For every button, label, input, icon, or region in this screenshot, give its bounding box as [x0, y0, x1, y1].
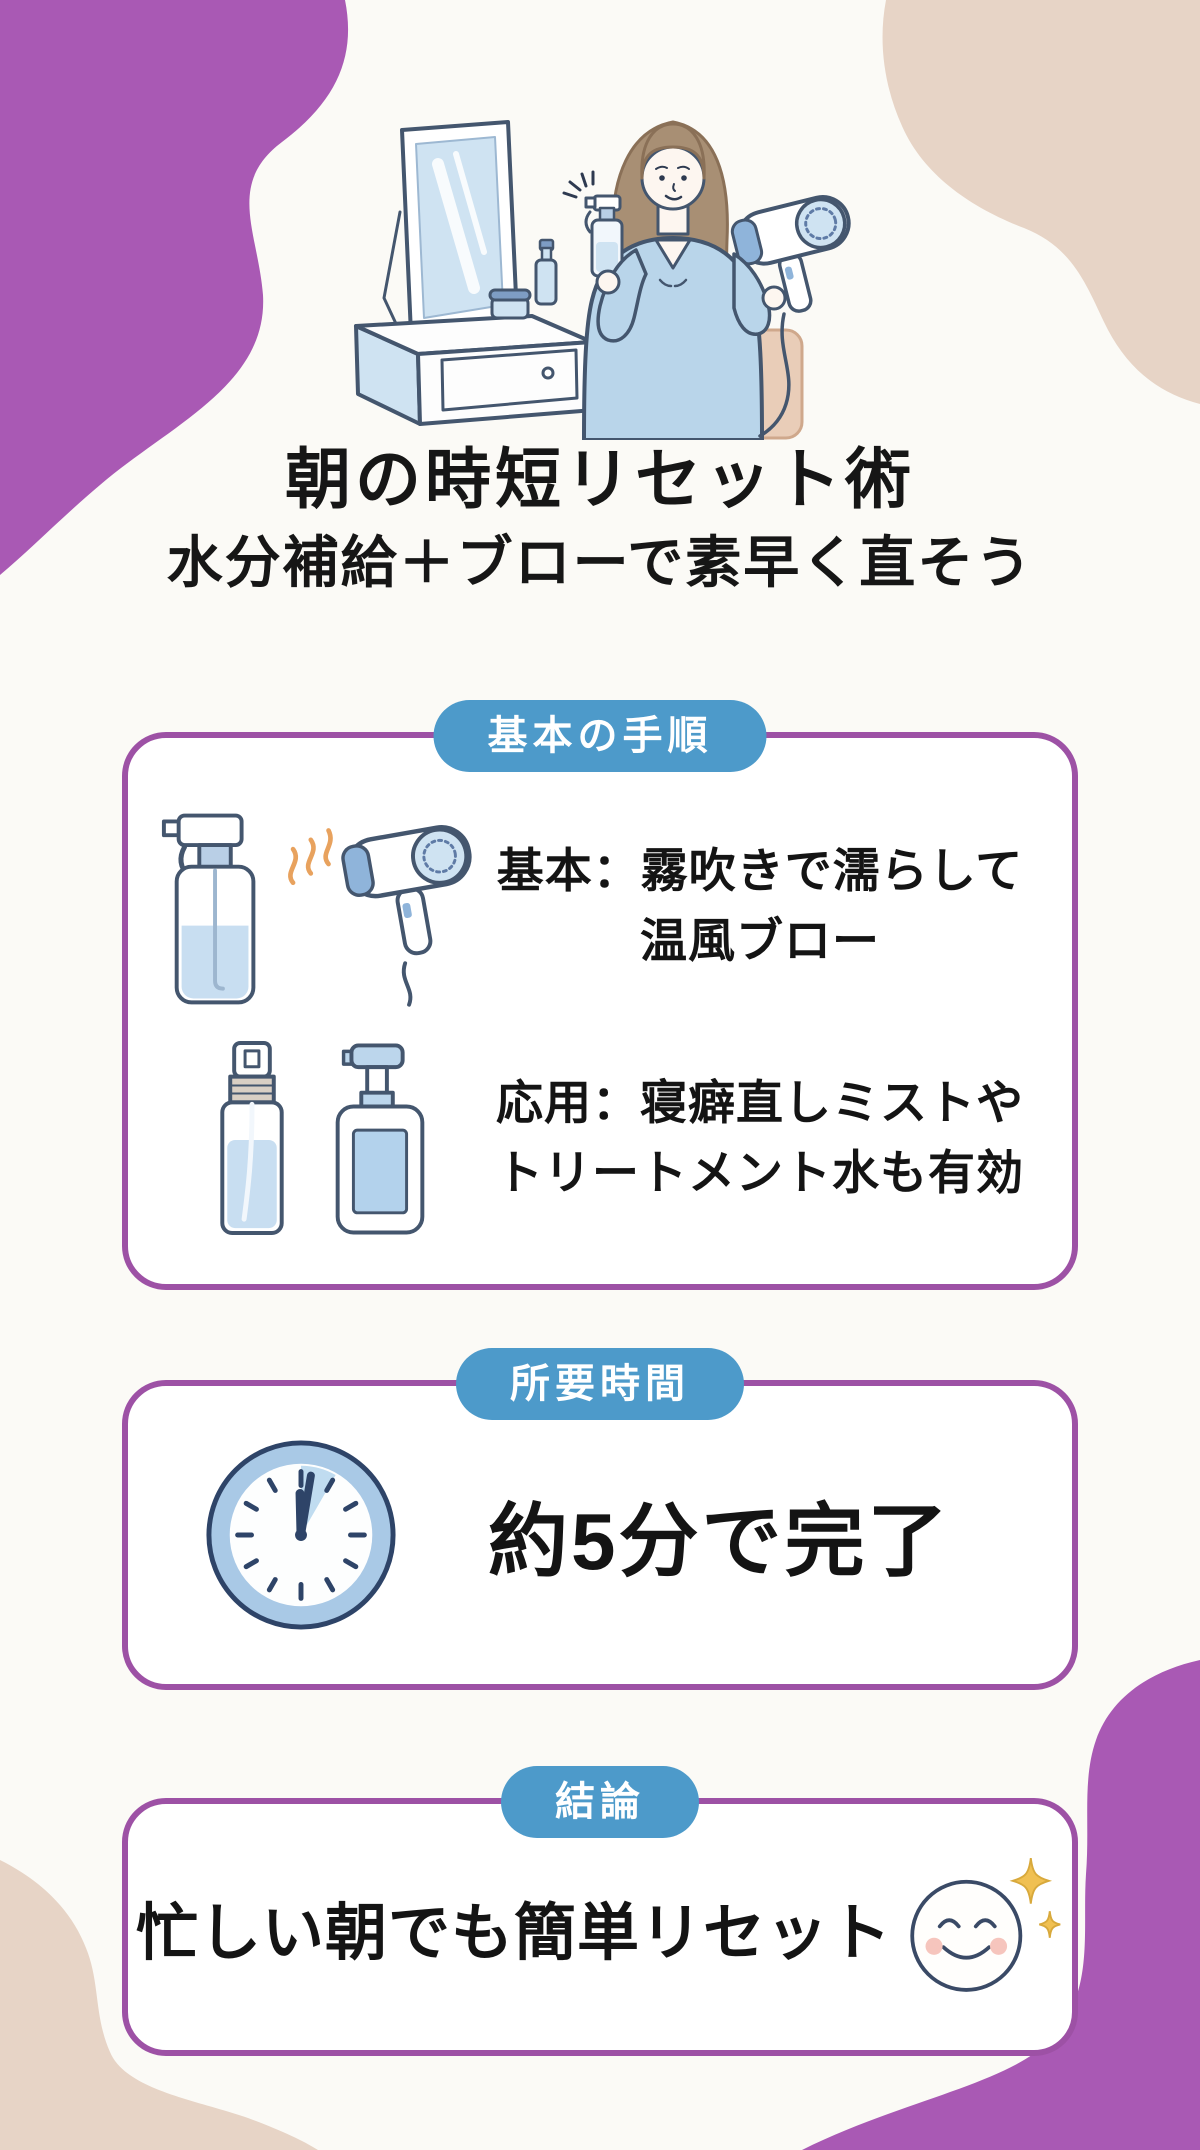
- held-hair-dryer: [730, 195, 851, 313]
- woman-right-arm: [732, 252, 772, 336]
- advanced-step-line1: 応用：寝癖直しミストや: [496, 1075, 1024, 1129]
- spray-bottle-icon: [161, 813, 256, 1004]
- held-spray-neck: [598, 206, 616, 222]
- bottom-right-purple-blob: [802, 1660, 1200, 2150]
- card-badge-conclusion: 結論: [501, 1766, 699, 1838]
- held-spray-nozzle: [584, 196, 597, 209]
- dryer-grille-dots: [804, 207, 838, 241]
- woman-nose: [672, 183, 676, 192]
- woman-eye: [681, 175, 687, 181]
- mirror-streak: [453, 151, 487, 255]
- conclusion-content: 忙しい朝でも簡単リセット: [128, 1804, 1072, 2050]
- held-spray-liquid: [596, 242, 618, 272]
- dryer-cord: [758, 312, 791, 438]
- sparkle-small: [1039, 1911, 1061, 1938]
- bottom-left-beige-blob: [0, 1860, 318, 2150]
- page-subtitle: 水分補給＋ブローで素早く直そう: [166, 531, 1034, 594]
- duration-text: 約5分で完了: [488, 1497, 951, 1586]
- advanced-step-line2: トリートメント水も有効: [496, 1146, 1024, 1199]
- mirror-stand: [382, 210, 402, 330]
- mirror-streak: [432, 158, 480, 294]
- hair-dryer-icon: [341, 824, 472, 1007]
- basic-step-icons: [158, 804, 488, 1009]
- conclusion-text: 忙しい朝でも簡単リセット: [135, 1899, 892, 1968]
- dryer-rear-cap: [730, 218, 764, 266]
- basic-step-text: 基本：霧吹きで濡らして 温風ブロー: [488, 836, 1032, 977]
- collarbone-lines: [658, 278, 688, 288]
- sparkle-large: [1009, 1857, 1053, 1904]
- woman-brows: [655, 165, 690, 170]
- basic-step-line1: 基本：霧吹きで濡らして: [496, 843, 1024, 897]
- cosmetic-bottle: [534, 258, 558, 306]
- card-conclusion: 結論 忙しい朝でも簡単リセット: [122, 1766, 1078, 2056]
- advanced-step-text: 応用：寝癖直しミストや トリートメント水も有効: [488, 1068, 1032, 1209]
- cosmetic-jar-lid: [488, 288, 532, 302]
- woman-eye: [659, 175, 665, 181]
- drawer-knob: [541, 366, 555, 380]
- card-basic-steps: 基本の手順: [122, 700, 1078, 1290]
- held-spray-trigger: [584, 210, 592, 234]
- woman-smile: [664, 194, 683, 201]
- card-badge-basic-steps: 基本の手順: [433, 700, 767, 772]
- vanity-drawer: [440, 348, 579, 412]
- pump-bottle-icon: [335, 1043, 425, 1235]
- advanced-step-icons: [158, 1039, 488, 1237]
- clock-icon: [206, 1440, 396, 1630]
- woman-hair-front: [640, 122, 706, 180]
- top-right-beige-blob: [882, 0, 1200, 404]
- hero-illustration: [340, 92, 860, 442]
- basic-step-row: 基本：霧吹きで濡らして 温風ブロー: [128, 800, 1072, 1012]
- mist-bottle-icon: [220, 1040, 284, 1236]
- top-left-purple-blob: [0, 0, 349, 575]
- dryer-grille: [794, 197, 847, 250]
- dryer-switch: [784, 266, 794, 280]
- card-badge-duration: 所要時間: [456, 1348, 744, 1420]
- card-duration: 所要時間: [122, 1348, 1078, 1690]
- woman-left-hand: [595, 269, 621, 295]
- page-title: 朝の時短リセット術: [285, 442, 915, 516]
- woman-right-hand: [761, 285, 787, 311]
- spray-burst: [562, 170, 595, 199]
- basic-step-line2: 温風ブロー: [640, 914, 880, 967]
- smiley-sparkle-icon: [910, 1857, 1061, 1992]
- heat-waves-icon: [288, 828, 333, 886]
- woman-styling-hair-at-vanity-illustration: [354, 120, 851, 442]
- advanced-step-row: 応用：寝癖直しミストや トリートメント水も有効: [128, 1032, 1072, 1244]
- duration-content: 約5分で完了: [128, 1386, 1072, 1684]
- sweater-vneck: [654, 238, 692, 270]
